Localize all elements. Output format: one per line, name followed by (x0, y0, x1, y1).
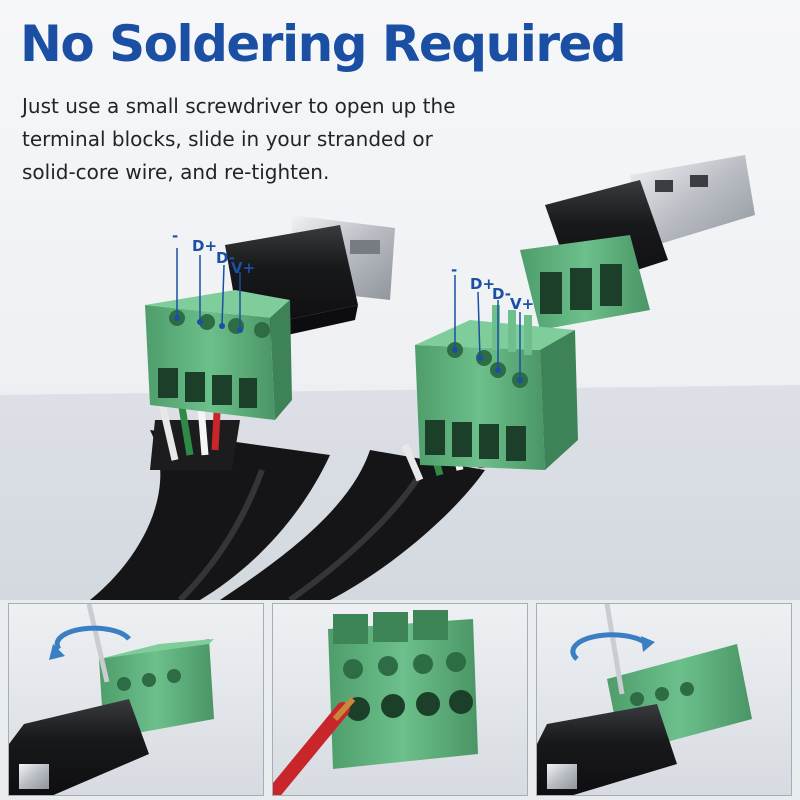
left-pin-label-4: V+ (231, 259, 256, 277)
right-pin-label-4: V+ (510, 295, 535, 313)
right-usb-male (520, 155, 755, 330)
right-pin-label-2: D+ (470, 275, 496, 293)
description-text: Just use a small screwdriver to open up … (22, 94, 456, 184)
headline: No Soldering Required (20, 15, 627, 73)
rotate-left-arrow-icon (54, 625, 131, 651)
panel-screwdriver-left (8, 603, 264, 796)
panel-wire-insertion (272, 603, 528, 796)
rotate-right-arrow-icon (570, 632, 649, 661)
connector-scene (0, 155, 800, 600)
left-terminal-block (145, 248, 292, 420)
left-pin-label-1: - (172, 227, 179, 245)
right-pin-label-1: - (451, 261, 458, 279)
right-terminal-plug (415, 275, 578, 470)
red-wire (273, 702, 350, 795)
left-pin-label-2: D+ (192, 237, 218, 255)
right-pin-label-3: D- (492, 285, 511, 303)
left-pin-label-3: D- (216, 249, 235, 267)
panel-screwdriver-right (536, 603, 792, 796)
